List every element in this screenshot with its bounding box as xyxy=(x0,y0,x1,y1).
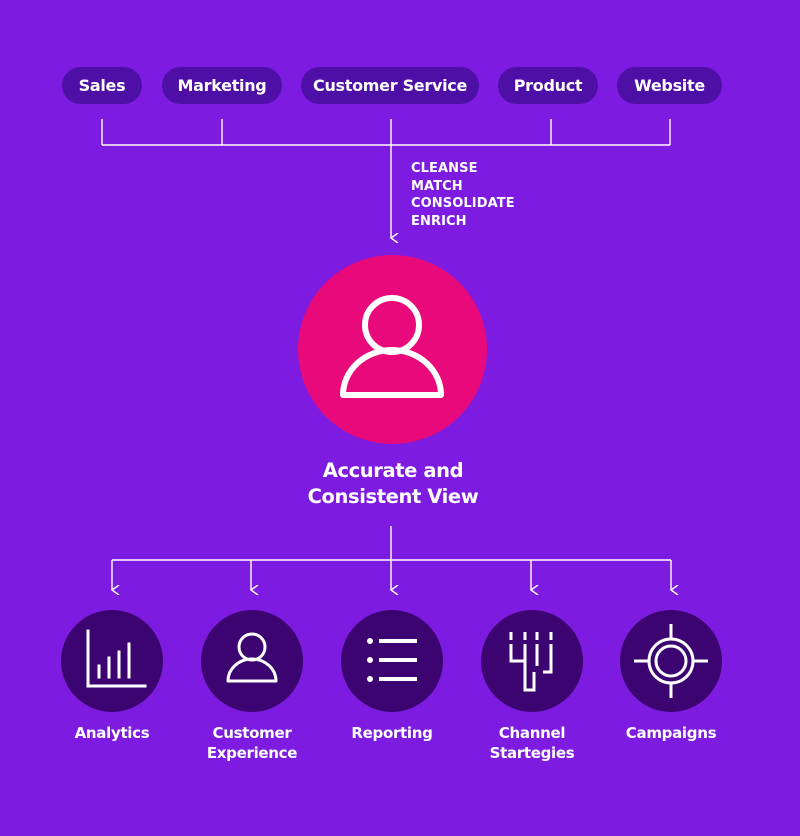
bar-chart-icon xyxy=(86,629,147,688)
output-label-reporting: Reporting xyxy=(322,723,462,743)
output-label-line1: Analytics xyxy=(74,724,150,742)
output-label-line1: Reporting xyxy=(351,724,433,742)
step-match: MATCH xyxy=(411,178,463,194)
output-label-line1: Channel xyxy=(498,724,566,742)
output-analytics-circle xyxy=(61,610,163,712)
source-pill-product: Product xyxy=(498,67,598,104)
center-title-line1: Accurate and xyxy=(322,459,464,482)
output-label-channel-strategies: Channel Startegies xyxy=(462,723,602,763)
output-label-line1: Customer xyxy=(212,724,292,742)
output-channel-strategies-circle xyxy=(481,610,583,712)
source-label: Customer Service xyxy=(313,76,467,95)
output-reporting-circle xyxy=(341,610,443,712)
output-label-line2: Startegies xyxy=(489,744,575,762)
source-pill-marketing: Marketing xyxy=(162,67,282,104)
output-label-line1: Campaigns xyxy=(625,724,717,742)
output-customer-experience-circle xyxy=(201,610,303,712)
center-title: Accurate and Consistent View xyxy=(260,458,526,510)
center-title-line2: Consistent View xyxy=(307,485,479,508)
output-label-line2: Experience xyxy=(206,744,298,762)
output-campaigns-circle xyxy=(620,610,722,712)
user-icon xyxy=(340,295,444,398)
process-steps: CLEANSE MATCH CONSOLIDATE ENRICH xyxy=(411,160,515,230)
source-label: Sales xyxy=(78,76,126,95)
step-cleanse: CLEANSE xyxy=(411,161,478,176)
list-icon xyxy=(367,638,417,682)
source-label: Product xyxy=(513,76,583,95)
output-label-customer-experience: Customer Experience xyxy=(182,723,322,763)
source-pill-website: Website xyxy=(617,67,722,104)
target-icon xyxy=(634,624,708,698)
channel-icon xyxy=(509,632,553,692)
source-pill-customer-service: Customer Service xyxy=(301,67,479,104)
step-consolidate: CONSOLIDATE xyxy=(411,196,515,211)
step-enrich: ENRICH xyxy=(411,213,467,229)
customer-view-circle xyxy=(298,255,487,444)
user-icon xyxy=(226,632,278,683)
output-label-analytics: Analytics xyxy=(42,723,182,743)
output-label-campaigns: Campaigns xyxy=(601,723,741,743)
source-pill-sales: Sales xyxy=(62,67,142,104)
source-label: Website xyxy=(634,76,705,95)
source-label: Marketing xyxy=(177,76,267,95)
